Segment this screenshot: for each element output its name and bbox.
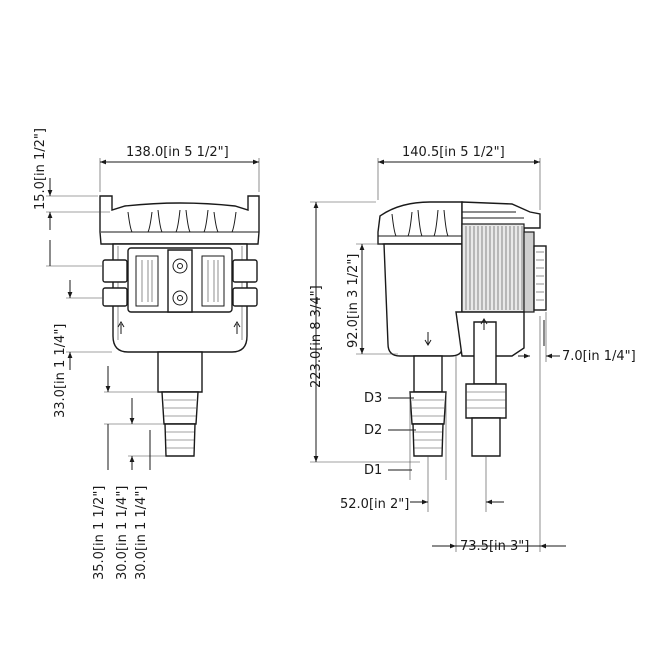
- basket-slats: [465, 226, 523, 310]
- front-view: 138.0[in 5 1/2"] 15.0[in 1/2"] 33.0[in 1…: [33, 128, 260, 580]
- side-height-label: 223.0[in 8 3/4"]: [309, 285, 324, 388]
- side-depth-label: 73.5[in 3"]: [460, 539, 529, 554]
- front-bottom-1-label: 35.0[in 1 1/2"]: [92, 486, 107, 580]
- d1-label: D1: [364, 463, 382, 478]
- side-offset-label: 52.0[in 2"]: [340, 497, 409, 512]
- side-width-label: 140.5[in 5 1/2"]: [402, 145, 505, 160]
- side-view: 140.5[in 5 1/2"] 223.0[in 8 3/4"] 92.0[i…: [309, 145, 636, 554]
- side-flange-label: 7.0[in 1/4"]: [562, 349, 636, 364]
- side-basket-label: 92.0[in 3 1/2"]: [346, 254, 361, 348]
- d2-label: D2: [364, 423, 382, 438]
- d3-label: D3: [364, 391, 382, 406]
- front-top-cap-label: 15.0[in 1/2"]: [33, 128, 48, 210]
- front-width-label: 138.0[in 5 1/2"]: [126, 145, 229, 160]
- front-bottom-2-label: 30.0[in 1 1/4"]: [115, 486, 130, 580]
- front-bottom-3-label: 30.0[in 1 1/4"]: [134, 486, 149, 580]
- front-mid-label: 33.0[in 1 1/4"]: [53, 324, 68, 418]
